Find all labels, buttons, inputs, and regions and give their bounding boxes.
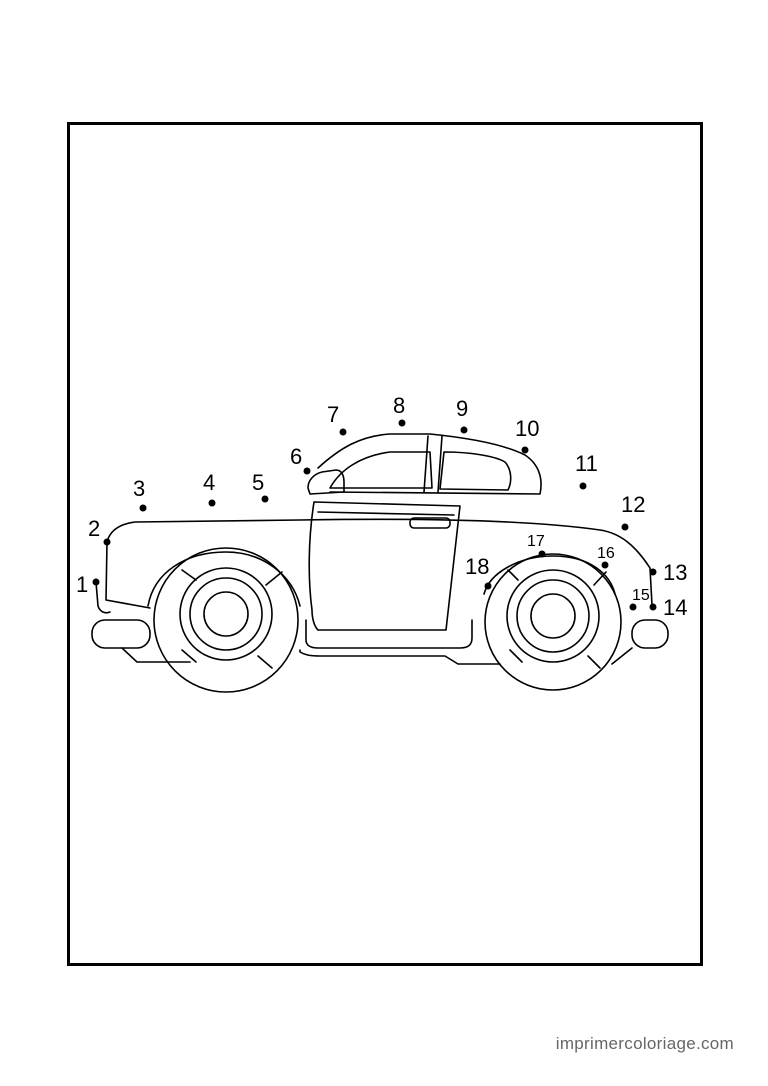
car-door-inner xyxy=(317,511,455,516)
car-body-outline xyxy=(106,518,653,606)
front-bumper xyxy=(91,619,151,649)
dot-3 xyxy=(139,504,147,512)
car-door xyxy=(308,501,461,631)
watermark-text: imprimercoloriage.com xyxy=(555,1034,734,1053)
dot-label-2: 2 xyxy=(88,516,100,541)
dot-label-9: 9 xyxy=(456,396,468,421)
dot-6 xyxy=(303,467,311,475)
front-fender xyxy=(147,551,301,607)
dot-label-17: 17 xyxy=(527,533,545,550)
rear-bumper xyxy=(631,619,669,649)
dot-label-13: 13 xyxy=(663,560,687,585)
dot-14 xyxy=(649,603,657,611)
dot-label-1: 1 xyxy=(76,572,88,597)
dot-9 xyxy=(460,426,468,434)
dot-label-18: 18 xyxy=(465,554,489,579)
dot-label-5: 5 xyxy=(252,470,264,495)
door-handle xyxy=(409,517,451,529)
dot-label-4: 4 xyxy=(203,470,215,495)
dot-label-12: 12 xyxy=(621,492,645,517)
dot-17 xyxy=(538,550,546,558)
car-front-lower xyxy=(105,541,151,609)
dot-4 xyxy=(208,499,216,507)
rear-tire-segments xyxy=(507,569,607,669)
dot-15 xyxy=(629,603,637,611)
rear-rim-inner xyxy=(516,579,590,653)
rear-hub xyxy=(530,593,576,639)
dot-2 xyxy=(103,538,111,546)
dot-label-3: 3 xyxy=(133,476,145,501)
side-mirror xyxy=(307,469,345,495)
dot-label-7: 7 xyxy=(327,402,339,427)
dot-11 xyxy=(579,482,587,490)
car-chassis xyxy=(121,647,633,665)
dot-16 xyxy=(601,561,609,569)
dot-18 xyxy=(484,582,492,590)
dot-label-8: 8 xyxy=(393,393,405,418)
front-rim-inner xyxy=(189,577,263,651)
rear-tire xyxy=(484,553,622,691)
car-sill xyxy=(305,619,473,649)
rear-rim-outer xyxy=(506,569,600,663)
dot-label-16: 16 xyxy=(597,545,615,562)
car-roof xyxy=(317,433,542,495)
front-tire xyxy=(153,547,299,693)
dot-8 xyxy=(398,419,406,427)
dot-10 xyxy=(521,446,529,454)
car-rear-window xyxy=(439,451,512,491)
dot-label-15: 15 xyxy=(632,587,650,604)
rear-fender xyxy=(483,555,616,595)
dot-label-6: 6 xyxy=(290,444,302,469)
dot-5 xyxy=(261,495,269,503)
car-front-bumper-line xyxy=(95,581,111,614)
dot-1 xyxy=(92,578,100,586)
dot-13 xyxy=(649,568,657,576)
dot-12 xyxy=(621,523,629,531)
coloring-frame xyxy=(67,122,703,966)
car-window xyxy=(329,451,433,489)
front-rim-outer xyxy=(179,567,273,661)
dot-7 xyxy=(339,428,347,436)
car-pillar xyxy=(423,435,443,493)
front-hub xyxy=(203,591,249,637)
dot-label-11: 11 xyxy=(575,451,598,476)
dot-label-10: 10 xyxy=(515,416,539,441)
front-tire-segments xyxy=(181,569,283,669)
dot-label-14: 14 xyxy=(663,595,687,620)
